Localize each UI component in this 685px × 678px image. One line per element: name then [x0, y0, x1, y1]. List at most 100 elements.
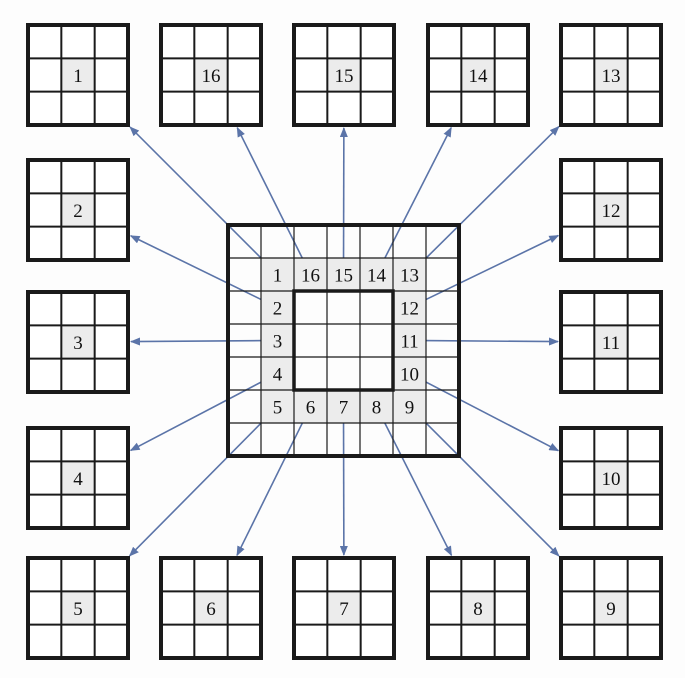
center-cell-highlight — [61, 193, 95, 227]
central-cell-11: 11 — [393, 324, 426, 357]
outer-border — [226, 223, 461, 458]
arrow-to-neighborhood-5 — [128, 415, 269, 557]
arrow-to-neighborhood-6 — [236, 418, 306, 557]
arrow-to-neighborhood-11 — [423, 337, 560, 346]
center-cell-highlight — [327, 591, 361, 625]
central-cell-10: 10 — [393, 357, 426, 390]
neighborhood-label: 1 — [73, 66, 83, 87]
central-cell-13: 13 — [393, 258, 426, 291]
cell-highlight — [393, 258, 426, 291]
arrow-to-neighborhood-9 — [418, 415, 560, 557]
neighborhood-label: 9 — [606, 599, 616, 620]
neighborhood-1: 1 — [26, 23, 130, 127]
center-cell-highlight — [194, 58, 228, 92]
neighborhood-16: 16 — [159, 23, 263, 127]
center-cell-highlight — [61, 58, 95, 92]
cell-highlight — [294, 390, 327, 423]
central-cell-4: 4 — [261, 357, 294, 390]
central-cell-5: 5 — [261, 390, 294, 423]
cell-highlight — [327, 390, 360, 423]
inner-border — [292, 289, 395, 392]
cell-highlight — [261, 390, 294, 423]
neighborhood-border — [26, 556, 130, 660]
neighborhood-border — [26, 426, 130, 530]
center-cell-highlight — [594, 461, 628, 495]
center-cell-highlight — [61, 591, 95, 625]
central-cell-1: 1 — [261, 258, 294, 291]
center-cell-highlight — [594, 193, 628, 227]
neighborhood-label: 3 — [73, 333, 83, 354]
central-cell-label: 4 — [273, 365, 283, 386]
central-cell-label: 9 — [405, 398, 415, 419]
neighborhood-label: 16 — [202, 66, 221, 87]
central-cell-label: 5 — [273, 398, 283, 419]
center-cell-highlight — [461, 591, 495, 625]
neighborhood-border — [559, 290, 663, 394]
neighborhood-label: 13 — [602, 66, 621, 87]
central-cell-6: 6 — [294, 390, 327, 423]
center-cell-highlight — [61, 461, 95, 495]
cell-highlight — [393, 357, 426, 390]
center-cell-highlight — [327, 58, 361, 92]
cell-highlight — [393, 390, 426, 423]
arrow-to-neighborhood-14 — [382, 126, 452, 263]
arrow-to-neighborhood-16 — [236, 126, 306, 263]
neighborhood-label: 8 — [473, 599, 483, 620]
neighborhood-border — [559, 158, 663, 262]
central-cell-label: 12 — [400, 299, 419, 320]
neighborhood-13: 13 — [559, 23, 663, 127]
neighborhood-label: 5 — [73, 599, 83, 620]
neighborhood-label: 15 — [335, 66, 354, 87]
central-cell-label: 8 — [372, 398, 382, 419]
arrow-to-neighborhood-10 — [421, 379, 560, 452]
neighborhood-border — [559, 23, 663, 127]
center-cell-highlight — [594, 325, 628, 359]
center-cell-highlight — [594, 591, 628, 625]
central-cell-8: 8 — [360, 390, 393, 423]
neighborhood-border — [159, 556, 263, 660]
central-cell-label: 13 — [400, 266, 419, 287]
arrow-to-neighborhood-1 — [129, 126, 269, 266]
central-cell-3: 3 — [261, 324, 294, 357]
central-cell-label: 10 — [400, 365, 419, 386]
center-cell-highlight — [461, 58, 495, 92]
arrow-to-neighborhood-8 — [382, 418, 453, 557]
central-cell-12: 12 — [393, 291, 426, 324]
center-cell-highlight — [61, 325, 95, 359]
central-cell-label: 14 — [367, 266, 387, 287]
center-cell-highlight — [594, 58, 628, 92]
neighborhood-5: 5 — [26, 556, 130, 660]
central-cell-label: 16 — [301, 266, 320, 287]
central-cell-15: 15 — [327, 258, 360, 291]
central-cell-2: 2 — [261, 291, 294, 324]
neighborhood-12: 12 — [559, 158, 663, 262]
neighborhood-label: 6 — [206, 599, 216, 620]
neighborhood-label: 14 — [469, 66, 489, 87]
neighborhood-border — [26, 290, 130, 394]
central-cell-9: 9 — [393, 390, 426, 423]
cell-highlight — [360, 390, 393, 423]
central-cell-label: 6 — [306, 398, 316, 419]
central-cell-14: 14 — [360, 258, 393, 291]
central-cell-label: 7 — [339, 398, 349, 419]
arrow-to-neighborhood-3 — [129, 337, 264, 346]
neighborhood-11: 11 — [559, 290, 663, 394]
neighborhood-6: 6 — [159, 556, 263, 660]
neighborhood-border — [26, 23, 130, 127]
neighborhood-border — [426, 556, 530, 660]
neighborhood-label: 7 — [339, 599, 349, 620]
center-cell-highlight — [194, 591, 228, 625]
neighborhood-label: 12 — [602, 201, 621, 222]
arrow-to-neighborhood-13 — [418, 125, 560, 266]
neighborhood-14: 14 — [426, 23, 530, 127]
neighborhood-border — [159, 23, 263, 127]
neighborhood-4: 4 — [26, 426, 130, 530]
central-grid: 1 16 15 14 13 2 12 3 11 4 10 5 6 7 8 9 — [226, 223, 461, 458]
cell-highlight — [261, 291, 294, 324]
cell-highlight — [393, 324, 426, 357]
neighborhood-border — [26, 158, 130, 262]
neighborhood-border — [292, 23, 396, 127]
neighborhood-2: 2 — [26, 158, 130, 262]
central-cell-7: 7 — [327, 390, 360, 423]
